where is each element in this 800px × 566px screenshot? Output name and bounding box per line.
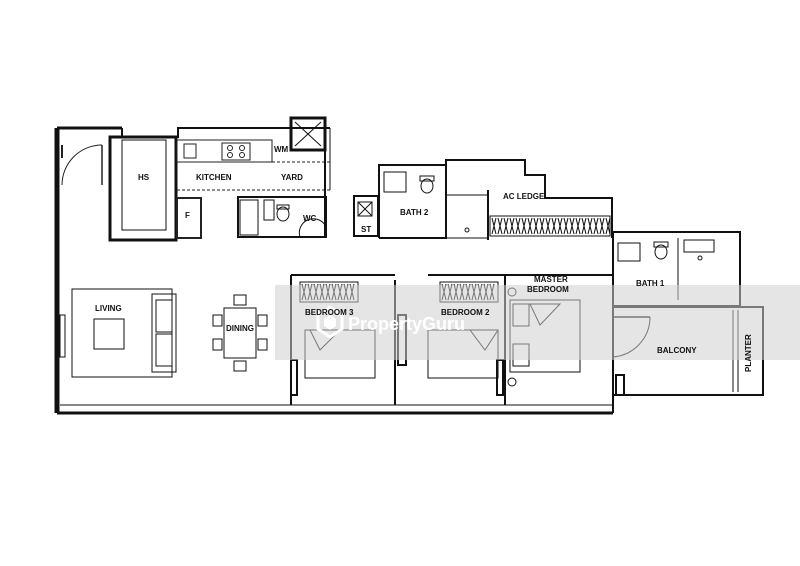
hatch-stroke [503,217,509,235]
propertyguru-logo-icon [316,305,344,339]
watermark-text: PropertyGuru [348,314,465,334]
label-master-line2: BEDROOM [527,285,569,294]
hatch-stroke [569,217,575,235]
label-living: LIVING [95,304,122,313]
wc-room [237,196,327,238]
watermark-band: PropertyGuru [275,285,800,360]
bath-2-room [378,164,489,239]
kitchen-area [176,139,330,239]
label-bath-1: BATH 1 [636,279,665,288]
kitchen-sink-icon [183,143,197,159]
hatch-stroke [587,217,593,235]
ventilation-shaft [289,116,327,152]
label-master-line1: MASTER [534,275,568,284]
toilet-icon [420,178,434,194]
label-ac-ledge: AC LEDGE [503,192,545,201]
hob-icon [221,142,251,161]
hatch-stroke [491,217,497,235]
hatch-stroke [545,217,551,235]
label-balcony: BALCONY [657,346,697,355]
hatch-stroke [581,217,587,235]
dining-area [212,294,268,372]
hatch-stroke [605,217,611,235]
hatch-stroke [533,217,539,235]
coffee-table [93,318,125,350]
hatch-stroke [551,217,557,235]
label-bedroom-3: BEDROOM 3 [305,308,354,317]
hatch-stroke [521,217,527,235]
hatch-stroke [599,217,605,235]
label-kitchen: KITCHEN [196,173,232,182]
fridge [176,197,202,239]
hatch-stroke [575,217,581,235]
hatch-stroke [557,217,563,235]
basin-icon [383,171,407,193]
entrance-door [61,144,103,186]
label-bedroom-2: BEDROOM 2 [441,308,490,317]
label-f: F [185,211,190,220]
label-dining: DINING [226,324,254,333]
hatch-stroke [509,217,515,235]
label-st: ST [361,225,371,234]
label-yard: YARD [281,173,303,182]
hatch-stroke [539,217,545,235]
label-wm: WM [274,145,289,154]
hatch-stroke [593,217,599,235]
dining-table [223,307,257,359]
sofa [151,293,177,373]
outer-walls [54,126,741,415]
hatch-stroke [497,217,503,235]
basin-icon [617,242,641,262]
wardrobe-hatching [489,215,611,237]
hatch-stroke [563,217,569,235]
hatch-stroke [515,217,521,235]
hatch-stroke [527,217,533,235]
label-planter: PLANTER [744,334,753,372]
household-shelter [108,135,178,242]
toilet-icon [276,206,290,222]
room-labels: HS KITCHEN WM YARD F WC ST BATH 2 AC LED… [95,145,753,372]
label-bath-2: BATH 2 [400,208,429,217]
living-area [59,288,177,378]
label-wc: WC [303,214,317,223]
label-hs: HS [138,173,150,182]
ac-ledge-area [445,159,613,240]
toilet-icon [654,244,668,260]
